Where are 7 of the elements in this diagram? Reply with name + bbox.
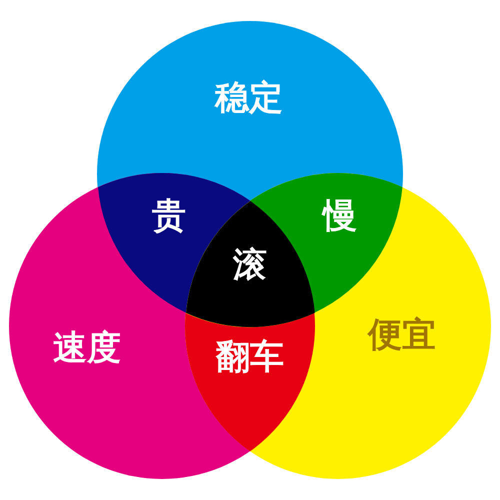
region-label: 贵 (152, 198, 186, 233)
region-label: 滚 (232, 248, 267, 282)
region-label: 便宜 (368, 318, 436, 352)
region-label: 慢 (323, 198, 357, 233)
region-label: 速度 (53, 331, 121, 365)
region-label: 稳定 (215, 81, 283, 115)
region-label: 翻车 (216, 340, 284, 374)
